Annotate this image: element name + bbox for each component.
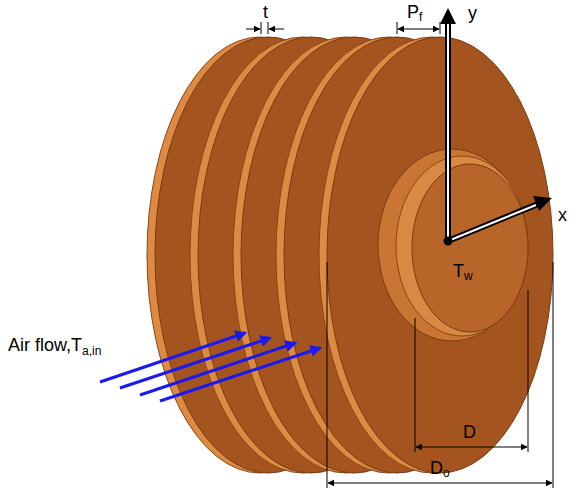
dimension-label: D — [430, 459, 443, 479]
tube-face — [412, 164, 528, 332]
dimension-lines — [246, 22, 553, 488]
air-flow-arrows — [100, 333, 320, 401]
dimension-label: D — [463, 423, 476, 443]
fin-face — [327, 37, 553, 473]
axis-label: x — [558, 206, 567, 226]
dimension-subscript: o — [443, 467, 450, 480]
tube-rim — [396, 156, 528, 336]
axis-label: y — [468, 4, 477, 24]
pitch-subscript: f — [419, 11, 422, 24]
annular-fins — [147, 37, 553, 473]
wall-temperature-subscript: w — [464, 270, 473, 283]
wall-temperature-label: T — [453, 262, 464, 282]
air-flow-subscript: a,in — [82, 345, 101, 358]
air-flow-label: Air flow,T — [8, 336, 82, 356]
pitch-label: P — [407, 3, 419, 23]
thickness-label: t — [263, 3, 268, 23]
coordinate-axes — [440, 8, 552, 246]
